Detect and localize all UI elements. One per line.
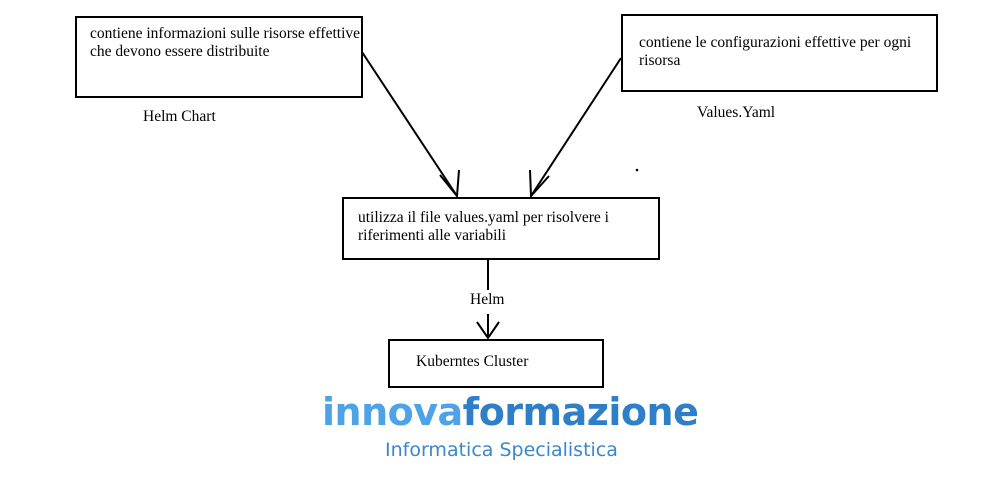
logo-part2: formazione (462, 390, 699, 434)
arrowhead-down (476, 321, 500, 340)
helm-chart-box: contiene informazioni sulle risorse effe… (75, 16, 363, 98)
helm-chart-box-text: contiene informazioni sulle risorse effe… (90, 25, 361, 60)
arrow-helmchart-to-process (361, 51, 458, 197)
logo-part1: innova (322, 390, 463, 434)
values-box: contiene le configurazioni effettive per… (621, 14, 938, 92)
arrowhead-left (439, 169, 460, 199)
values-label: Values.Yaml (697, 104, 776, 121)
arrow-values-to-process (530, 57, 622, 197)
arrowhead-right (529, 169, 550, 199)
cluster-box-text: Kuberntes Cluster (416, 353, 529, 370)
cluster-box: Kuberntes Cluster (388, 339, 604, 388)
edge-label-helm: Helm (470, 291, 505, 308)
innovaformazione-logo: innovaformazione (322, 390, 699, 434)
stray-dot (635, 168, 639, 172)
helm-chart-label: Helm Chart (143, 108, 216, 125)
helm-process-box: utilizza il file values.yaml per risolve… (342, 197, 660, 260)
values-box-text: contiene le configurazioni effettive per… (639, 34, 912, 69)
helm-process-box-text: utilizza il file values.yaml per risolve… (358, 209, 609, 244)
logo-tagline: Informatica Specialistica (385, 439, 618, 461)
